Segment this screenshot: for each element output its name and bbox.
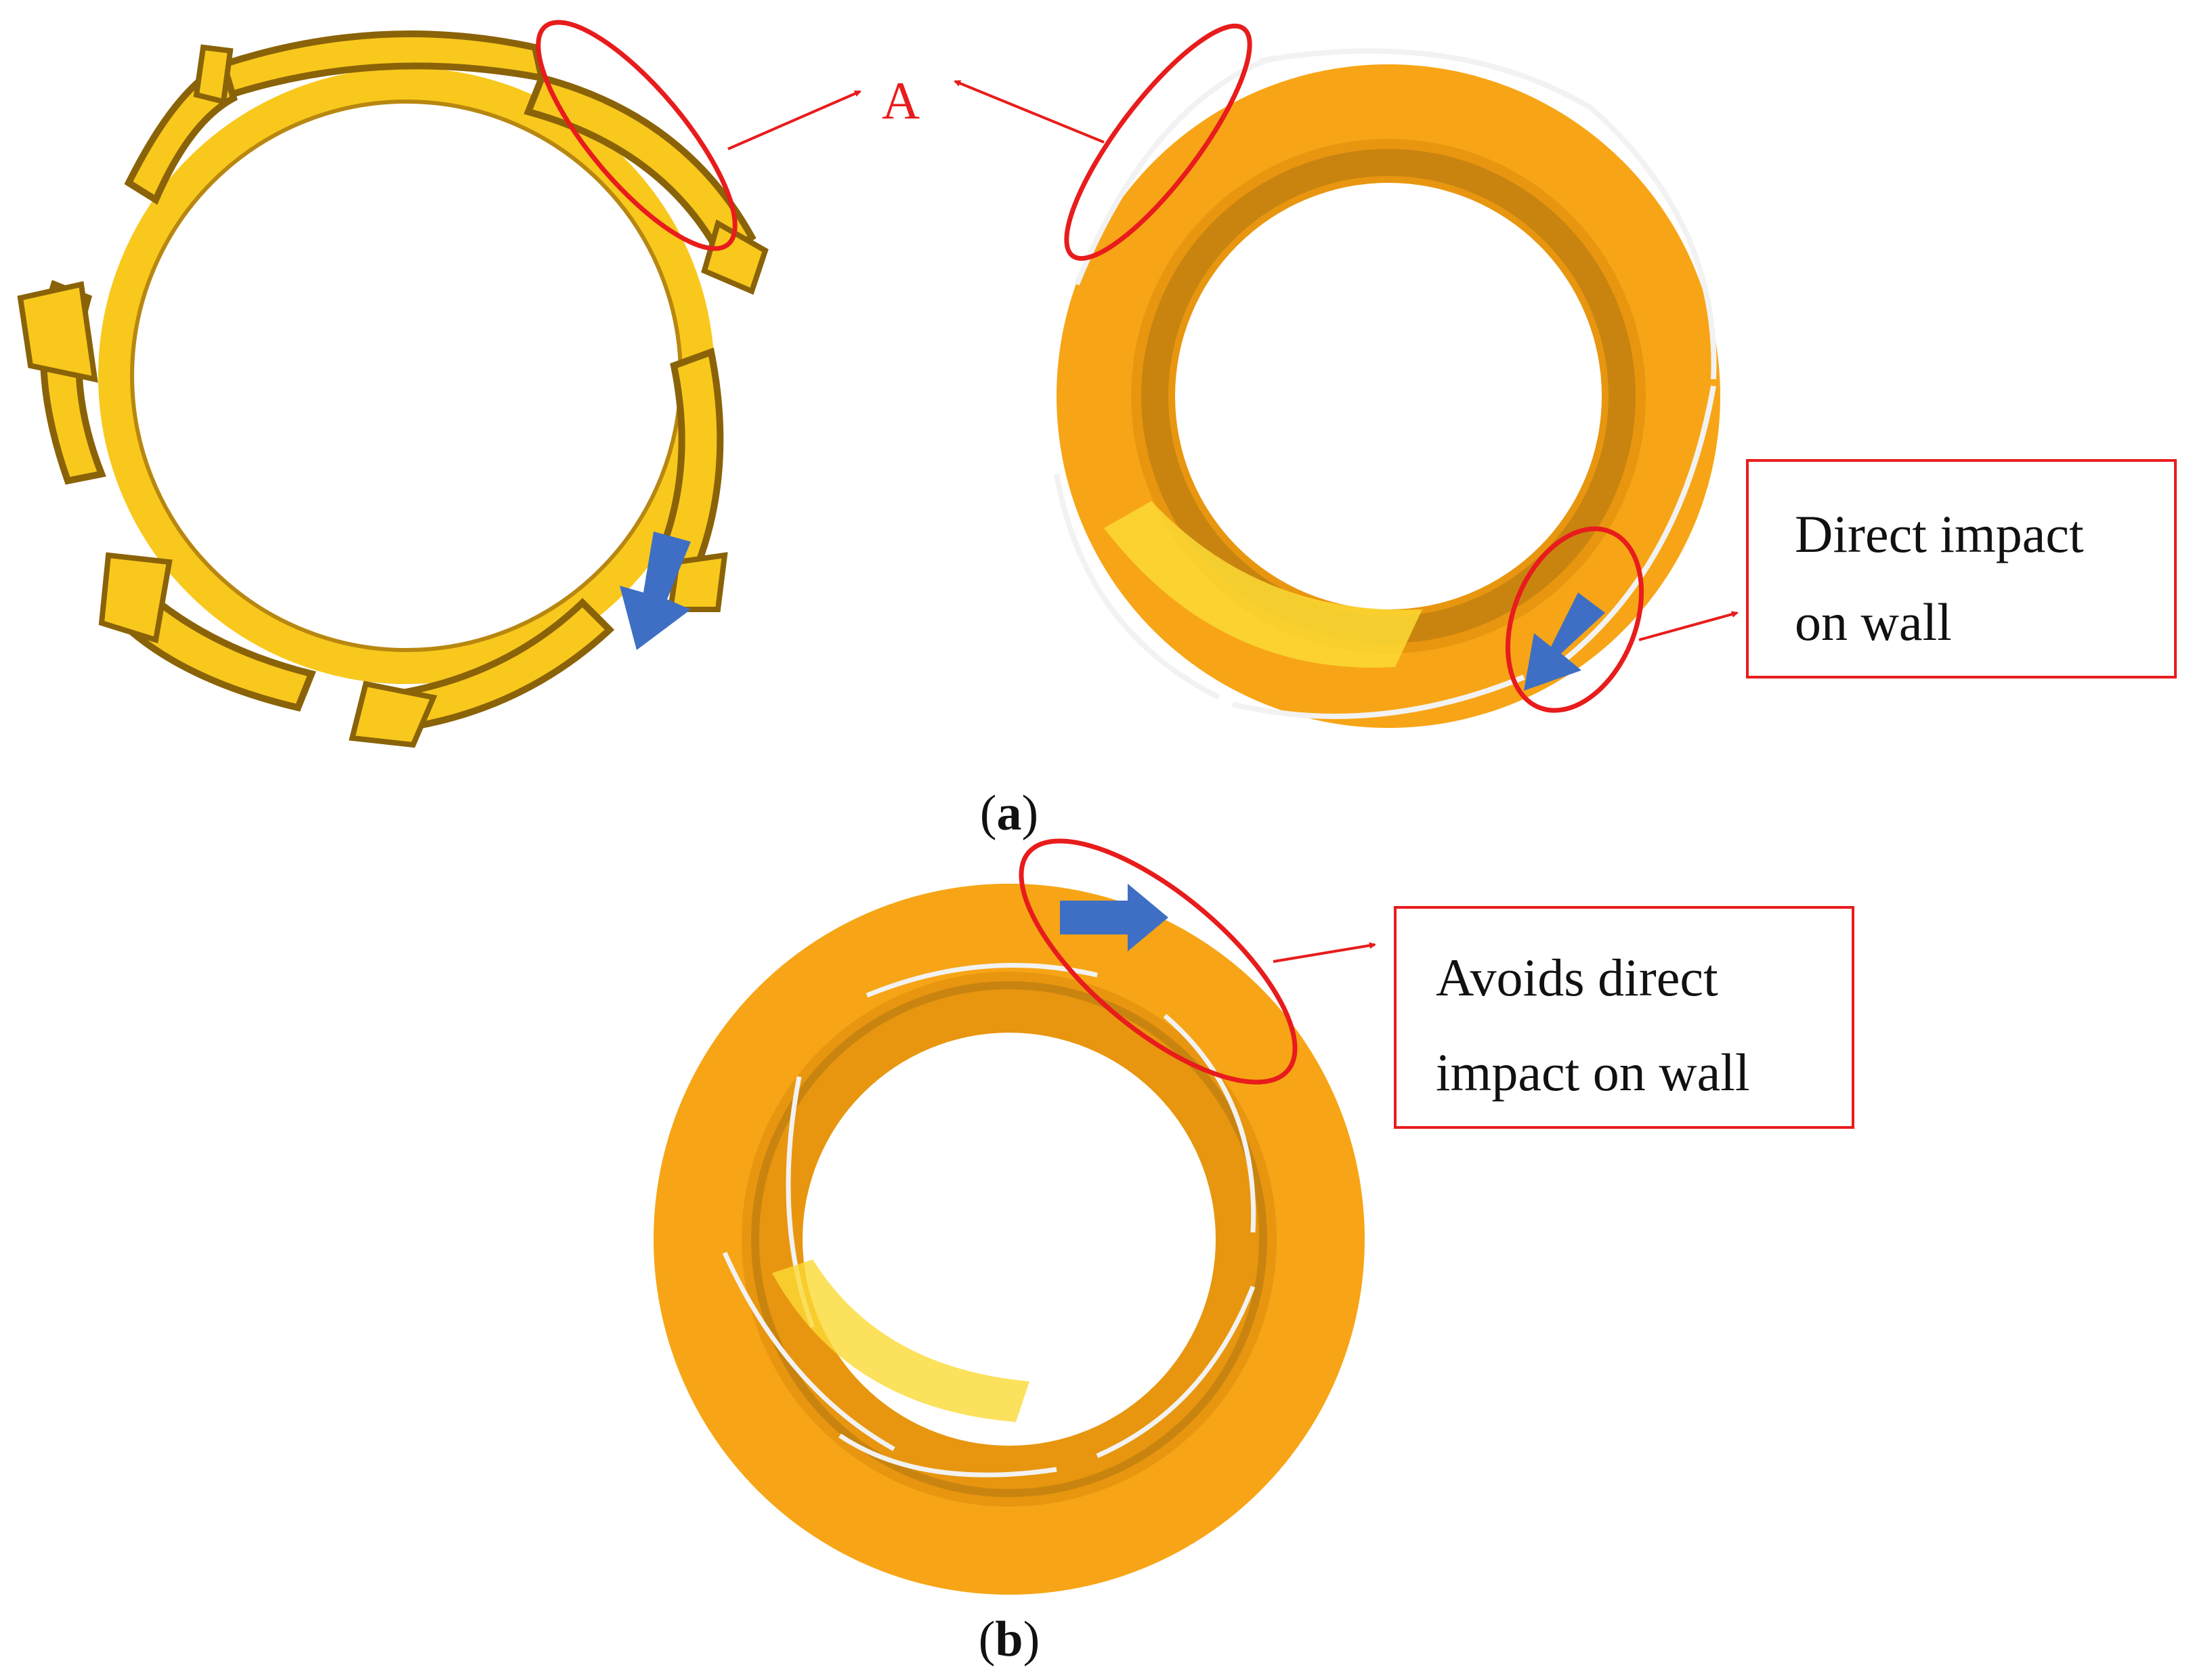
pointer-arrow-direct <box>1638 611 1739 641</box>
callout-direct-box <box>1746 459 2177 679</box>
callout-direct-line1: Direct impact <box>1795 504 2084 563</box>
caption-a: (a) <box>980 785 1038 841</box>
callout-direct-line2: on wall <box>1795 593 1952 651</box>
highlight-ellipse-b <box>1019 838 1298 1085</box>
highlight-ellipse-impact <box>1505 526 1644 713</box>
flow-arrow-left <box>620 532 691 650</box>
caption-b: (b) <box>979 1612 1040 1667</box>
impeller-ring-right <box>1054 48 1720 728</box>
annotations: A Direct impact on wall Avoids direct im… <box>536 20 2177 1129</box>
bright-vane-right <box>1104 501 1422 668</box>
flow-arrow-b <box>1060 884 1168 951</box>
marker-a: A <box>882 71 920 130</box>
highlight-ellipse-left <box>536 20 738 251</box>
blades-right <box>1054 48 1717 719</box>
callout-avoids-line1: Avoids direct <box>1436 948 1718 1007</box>
vane-tips-left <box>17 44 769 748</box>
vane-ring-left <box>17 30 769 748</box>
pointer-arrow-avoids <box>1273 942 1376 963</box>
callout-avoids-box <box>1394 906 1854 1129</box>
pointer-arrow-a-left <box>727 90 861 150</box>
pointer-arrow-a-right <box>954 80 1105 144</box>
callout-avoids-line2: impact on wall <box>1436 1043 1750 1102</box>
flow-arrow-right <box>1524 593 1605 691</box>
bright-vane-b <box>772 1259 1029 1422</box>
highlight-ellipse-right <box>1064 23 1252 261</box>
impeller-ring-b <box>654 884 1365 1595</box>
